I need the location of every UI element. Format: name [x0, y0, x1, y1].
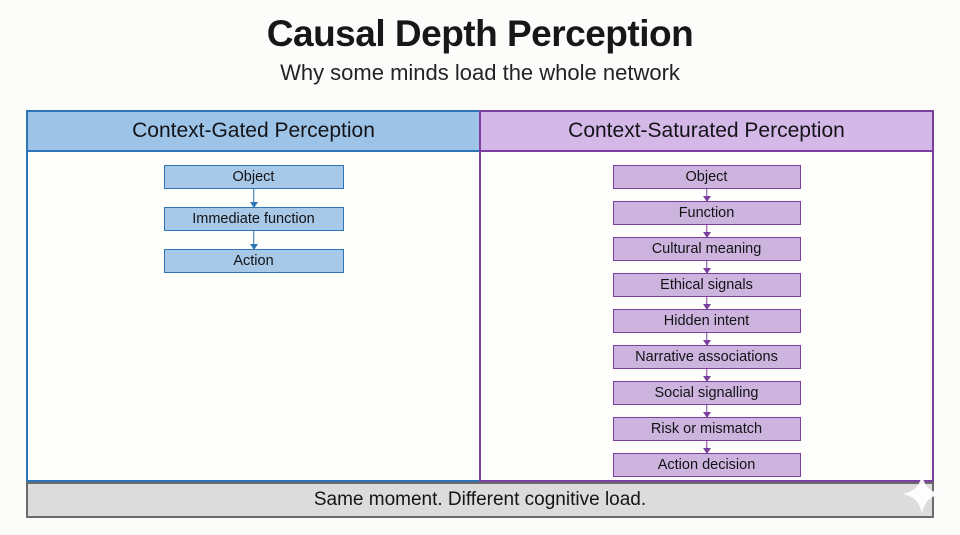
flow-arrow-down-icon	[701, 405, 713, 417]
page-subtitle: Why some minds load the whole network	[280, 59, 680, 85]
page-title: Causal Depth Perception	[266, 13, 694, 54]
column-body-context-saturated: Object Function Cultural meaning Ethical…	[481, 152, 932, 480]
flow-node-action: Action	[163, 249, 344, 273]
flow-node-cultural-meaning: Cultural meaning	[612, 237, 801, 261]
flow-arrow-down-icon	[248, 189, 260, 207]
flow-arrow-down-icon	[701, 225, 713, 237]
flow-node-risk-or-mismatch: Risk or mismatch	[612, 417, 801, 441]
footer-caption-bar: Same moment. Different cognitive load.	[26, 482, 934, 518]
flow-arrow-down-icon	[701, 297, 713, 309]
column-header-context-gated: Context-Gated Perception	[28, 112, 479, 152]
title-block: Causal Depth Perception Why some minds l…	[0, 0, 960, 85]
flow-chain-context-saturated: Object Function Cultural meaning Ethical…	[612, 152, 801, 477]
flow-node-hidden-intent: Hidden intent	[612, 309, 801, 333]
flow-arrow-down-icon	[248, 231, 260, 249]
flow-node-ethical-signals: Ethical signals	[612, 273, 801, 297]
flow-arrow-down-icon	[701, 333, 713, 345]
column-context-gated: Context-Gated Perception Object Immediat…	[26, 110, 479, 482]
column-context-saturated: Context-Saturated Perception Object Func…	[479, 110, 934, 482]
flow-node-action-decision: Action decision	[612, 453, 801, 477]
comparison-frame: Context-Gated Perception Object Immediat…	[26, 110, 934, 482]
column-header-context-saturated: Context-Saturated Perception	[481, 112, 932, 152]
flow-arrow-down-icon	[701, 261, 713, 273]
flow-arrow-down-icon	[701, 369, 713, 381]
flow-node-function: Function	[612, 201, 801, 225]
flow-node-object: Object	[163, 165, 344, 189]
column-body-context-gated: Object Immediate function Action	[28, 152, 479, 480]
flow-chain-context-gated: Object Immediate function Action	[163, 152, 344, 273]
flow-arrow-down-icon	[701, 189, 713, 201]
flow-node-object: Object	[612, 165, 801, 189]
flow-node-social-signalling: Social signalling	[612, 381, 801, 405]
flow-arrow-down-icon	[701, 441, 713, 453]
flow-node-narrative-associations: Narrative associations	[612, 345, 801, 369]
footer-caption-text: Same moment. Different cognitive load.	[313, 489, 647, 510]
flow-node-immediate-function: Immediate function	[163, 207, 344, 231]
